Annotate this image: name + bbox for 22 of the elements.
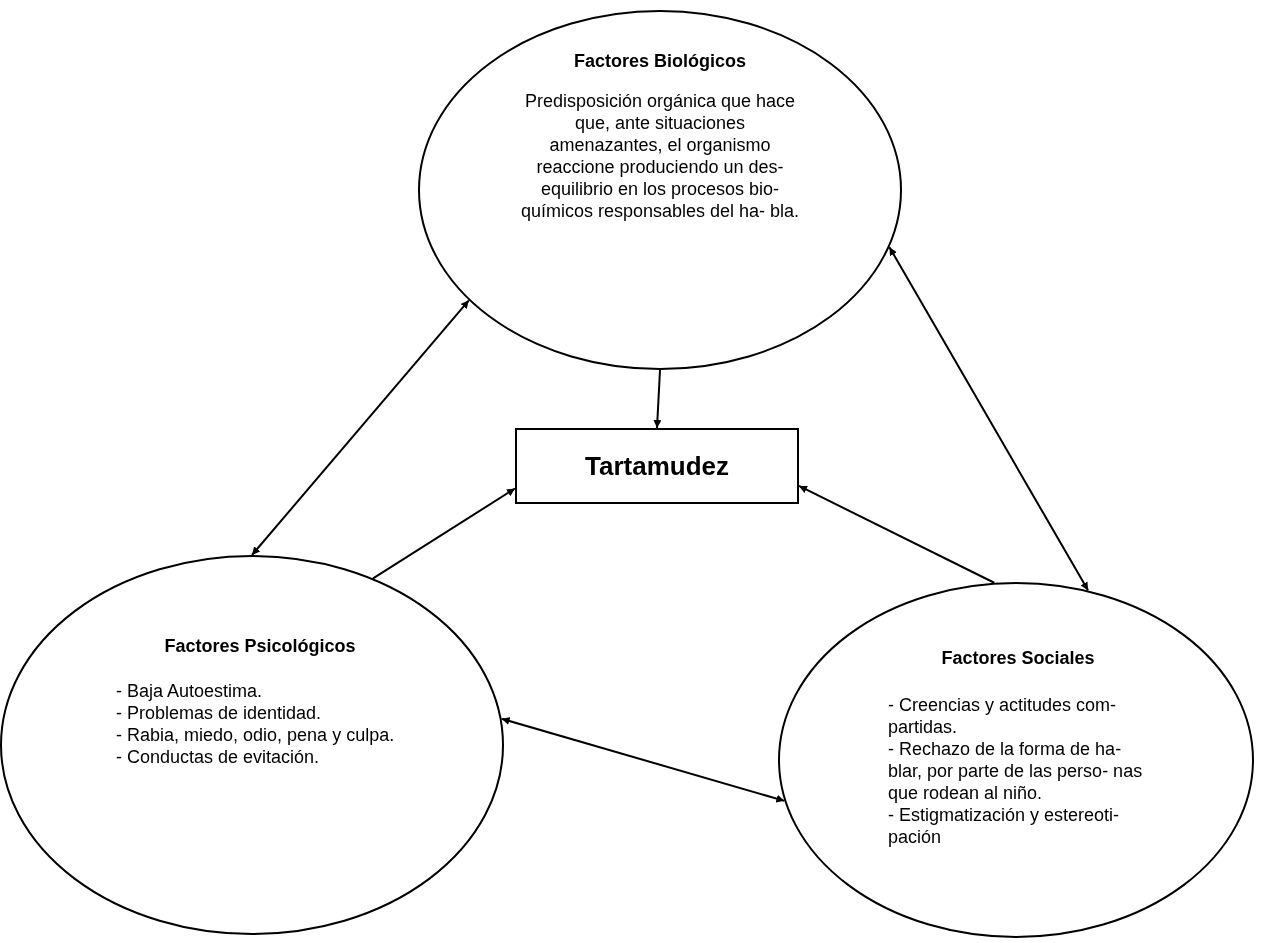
node-title: Factores Sociales: [940, 647, 1096, 669]
ellipse-node: [778, 582, 1254, 938]
arrow: [372, 487, 516, 580]
arrow: [653, 369, 662, 429]
ellipse-node: [418, 10, 902, 370]
list-item: - Rechazo de la forma de ha- blar, por parte de las perso- nas que rodean al niño.: [888, 738, 1144, 804]
arrow: [251, 299, 470, 556]
process-box: [515, 428, 799, 504]
list-item: - Problemas de identidad.: [116, 702, 323, 724]
ellipse-node: [0, 555, 504, 935]
list-item: - Baja Autoestima.: [116, 680, 264, 702]
list-item: - Rabia, miedo, odio, pena y culpa.: [116, 724, 396, 746]
arrow: [500, 717, 786, 803]
list-item: - Estigmatización y estereoti- pación: [888, 804, 1121, 848]
node-title: Tartamudez: [585, 450, 729, 482]
arrow: [888, 246, 1089, 592]
list-item: - Creencias y actitudes com- partidas.: [888, 694, 1118, 738]
list-item: - Conductas de evitación.: [116, 746, 321, 768]
arrow: [798, 484, 996, 584]
node-title: Factores Biológicos: [572, 50, 747, 72]
description-text: Predisposición orgánica que hace que, ante situaciones amenazantes, el organismo reaccione produciendo un des- equilibrio en los procesos bio- químicos responsables del ha- bla.: [520, 90, 800, 222]
node-title: Factores Psicológicos: [163, 635, 357, 657]
